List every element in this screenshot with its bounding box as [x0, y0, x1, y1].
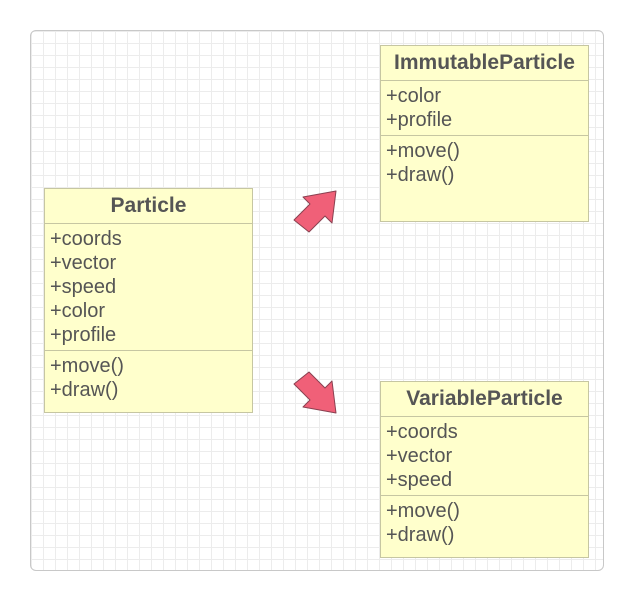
method: +draw() — [386, 164, 455, 186]
attribute: +coords — [50, 228, 122, 250]
class-particle-name: Particle — [45, 189, 252, 224]
class-variable-particle[interactable]: VariableParticle +coords +vector +speed … — [380, 381, 589, 558]
class-immutable-particle[interactable]: ImmutableParticle +color +profile +move(… — [380, 45, 589, 222]
class-variable-particle-attributes: +coords +vector +speed — [381, 417, 588, 496]
class-variable-particle-name: VariableParticle — [381, 382, 588, 417]
method: +move() — [50, 355, 124, 377]
attribute: +speed — [50, 276, 117, 298]
attribute: +speed — [386, 469, 453, 491]
class-particle-attributes: +coords +vector +speed +color +profile — [45, 224, 252, 351]
class-immutable-particle-methods: +move() +draw() — [381, 136, 588, 190]
attribute: +color — [50, 300, 106, 322]
arrow-down-right-icon[interactable] — [293, 369, 339, 415]
class-variable-particle-methods: +move() +draw() — [381, 496, 588, 550]
arrow-up-right-icon[interactable] — [293, 189, 339, 235]
attribute: +coords — [386, 421, 458, 443]
method: +draw() — [386, 524, 455, 546]
method: +draw() — [50, 379, 119, 401]
class-particle[interactable]: Particle +coords +vector +speed +color +… — [44, 188, 253, 413]
attribute: +vector — [50, 252, 117, 274]
diagram-canvas: Particle +coords +vector +speed +color +… — [30, 30, 604, 571]
method: +move() — [386, 140, 460, 162]
arrow-down-right-shape — [293, 371, 337, 414]
attribute: +color — [386, 85, 442, 107]
class-immutable-particle-name: ImmutableParticle — [381, 46, 588, 81]
attribute: +profile — [50, 324, 117, 346]
method: +move() — [386, 500, 460, 522]
class-immutable-particle-attributes: +color +profile — [381, 81, 588, 136]
arrow-up-right-shape — [293, 190, 337, 233]
class-particle-methods: +move() +draw() — [45, 351, 252, 405]
attribute: +vector — [386, 445, 453, 467]
attribute: +profile — [386, 109, 453, 131]
